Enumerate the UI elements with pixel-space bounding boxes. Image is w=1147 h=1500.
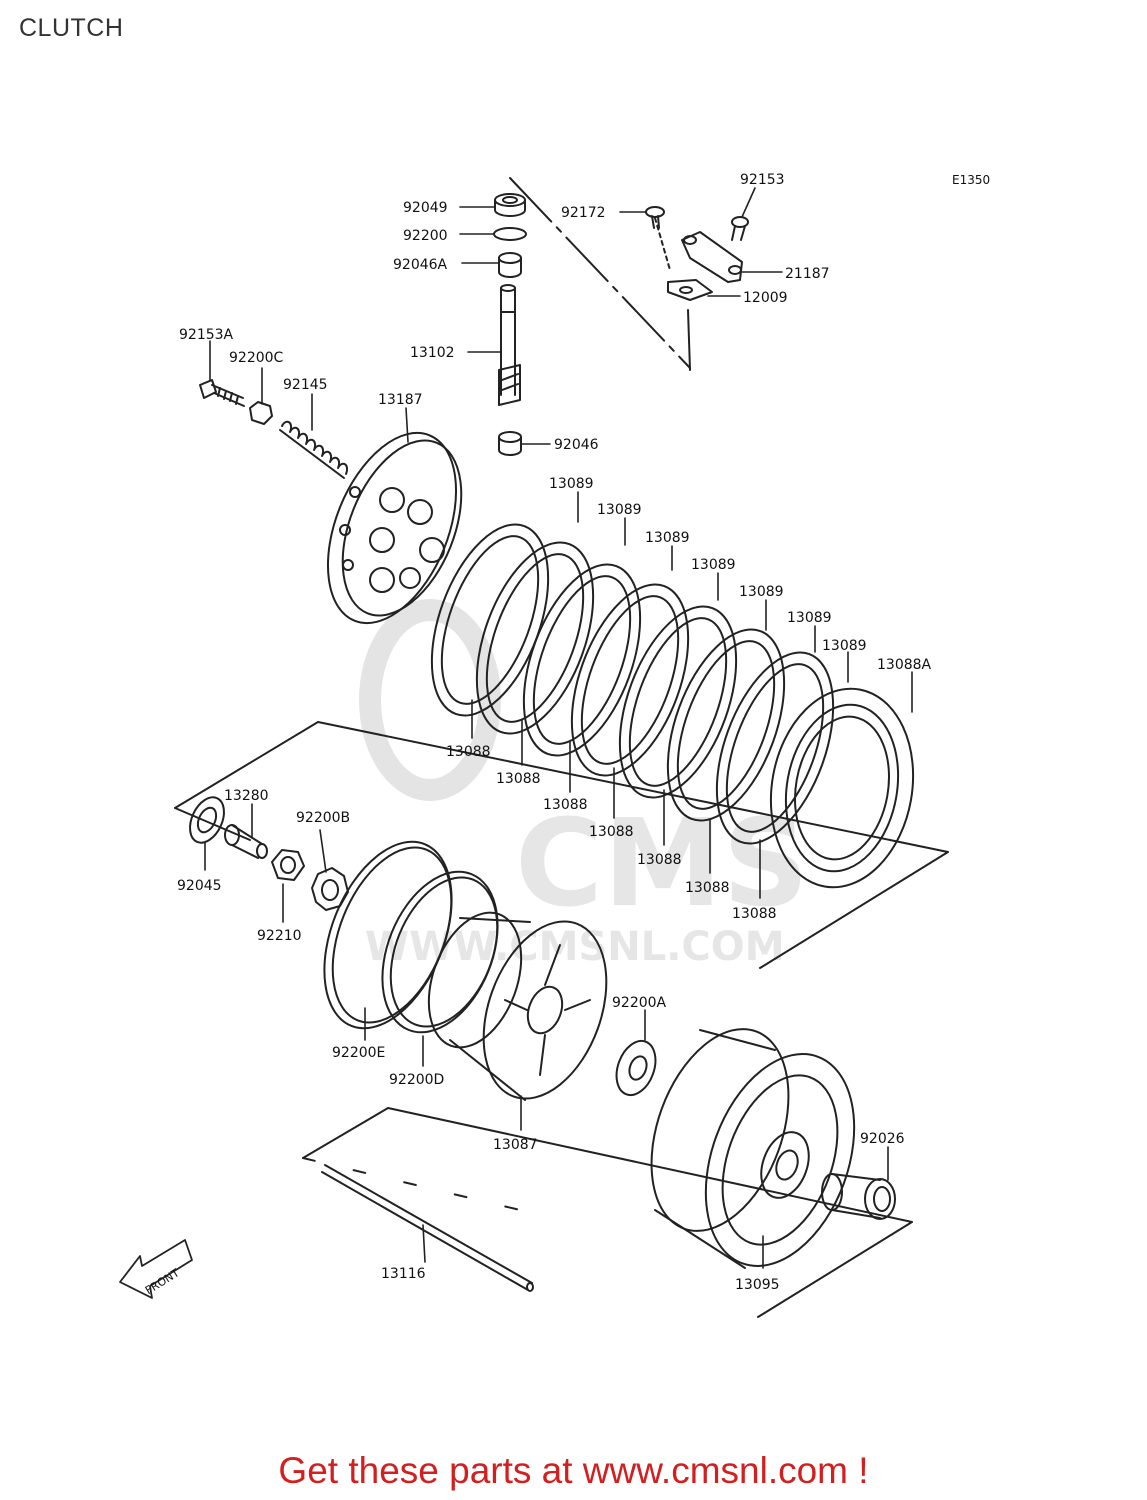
footer-link[interactable]: Get these parts at www.cmsnl.com ! xyxy=(278,1450,869,1491)
label-13088-1: 13088 xyxy=(446,744,491,760)
bolt-92153A xyxy=(199,379,245,407)
part-labels: 92049 92200 92046A 13102 92046 92172 921… xyxy=(177,172,932,1293)
label-13089-1: 13089 xyxy=(549,476,594,492)
assembly-outline-upper xyxy=(174,721,949,969)
clutch-plate-stack xyxy=(430,523,915,889)
label-13089-5: 13089 xyxy=(739,584,784,600)
leader-lines xyxy=(204,187,913,1269)
label-92200E: 92200E xyxy=(332,1045,385,1061)
nut-92200C xyxy=(249,401,273,425)
washer-92200B xyxy=(311,867,349,911)
assembly-outline-upper-left xyxy=(174,807,251,841)
label-13089-6: 13089 xyxy=(787,610,832,626)
label-92045: 92045 xyxy=(177,878,222,894)
nut-92210 xyxy=(271,849,305,881)
seal-92049 xyxy=(494,193,526,217)
label-13088-7: 13088 xyxy=(732,906,777,922)
label-13187: 13187 xyxy=(378,392,423,408)
diagram-code: E1350 xyxy=(952,173,990,187)
label-13089-4: 13089 xyxy=(691,557,736,573)
label-12009: 12009 xyxy=(743,290,788,306)
label-13088-6: 13088 xyxy=(685,880,730,896)
label-92200: 92200 xyxy=(403,228,448,244)
cms-watermark: CMS WWW.CMSNL.COM xyxy=(359,599,809,970)
label-92210: 92210 xyxy=(257,928,302,944)
label-92153A: 92153A xyxy=(179,327,234,343)
label-13116: 13116 xyxy=(381,1266,426,1282)
label-13088-4: 13088 xyxy=(589,824,634,840)
label-92153: 92153 xyxy=(740,172,785,188)
label-92145: 92145 xyxy=(283,377,328,393)
front-arrow-icon xyxy=(119,1239,193,1299)
label-13102: 13102 xyxy=(410,345,455,361)
screw-92172 xyxy=(645,206,665,229)
label-13089-3: 13089 xyxy=(645,530,690,546)
bushing-92046A xyxy=(498,252,522,278)
bolt-92153 xyxy=(731,216,749,241)
label-13088-5: 13088 xyxy=(637,852,682,868)
spring-92145 xyxy=(279,420,348,479)
lever-axis-line xyxy=(687,309,691,371)
plate-12009 xyxy=(667,279,713,301)
label-13087: 13087 xyxy=(493,1137,538,1153)
label-92200B: 92200B xyxy=(296,810,350,826)
push-rod-13116 xyxy=(321,1164,534,1292)
bearing-92045 xyxy=(189,796,225,844)
label-13088-2: 13088 xyxy=(496,771,541,787)
label-13089-2: 13089 xyxy=(597,502,642,518)
front-arrow-label: FRONT xyxy=(143,1266,182,1297)
label-92200A: 92200A xyxy=(612,995,667,1011)
label-92026: 92026 xyxy=(860,1131,905,1147)
label-92200D: 92200D xyxy=(389,1072,444,1088)
label-21187: 21187 xyxy=(785,266,830,282)
label-13088A: 13088A xyxy=(877,657,932,673)
label-92046A: 92046A xyxy=(393,257,448,273)
washer-92200 xyxy=(493,227,527,241)
pusher-13280 xyxy=(224,824,268,859)
assembly-outline-lower-left xyxy=(302,1157,521,1211)
label-13089-7: 13089 xyxy=(822,638,867,654)
label-92049: 92049 xyxy=(403,200,448,216)
bushing-92046 xyxy=(498,431,522,456)
spring-ring-92200D xyxy=(381,870,499,1034)
screw-axis-line xyxy=(654,217,671,271)
release-shaft-13102 xyxy=(498,284,521,406)
label-13088-3: 13088 xyxy=(543,797,588,813)
label-13095: 13095 xyxy=(735,1277,780,1293)
sleeve-92026 xyxy=(821,1173,896,1220)
label-92200C: 92200C xyxy=(229,350,284,366)
label-92172: 92172 xyxy=(561,205,606,221)
page-title: CLUTCH xyxy=(19,14,124,42)
clutch-housing-13095 xyxy=(650,1028,856,1269)
pressure-plate-13187 xyxy=(326,431,463,625)
watermark-url: WWW.CMSNL.COM xyxy=(365,924,785,970)
label-13280: 13280 xyxy=(224,788,269,804)
washer-92200A xyxy=(615,1039,657,1097)
label-92046: 92046 xyxy=(554,437,599,453)
clutch-hub-13087 xyxy=(427,911,608,1101)
clutch-lever-21187 xyxy=(681,231,743,283)
pushrod-axis-line xyxy=(509,177,691,369)
assembly-outline-lower xyxy=(302,1107,913,1318)
